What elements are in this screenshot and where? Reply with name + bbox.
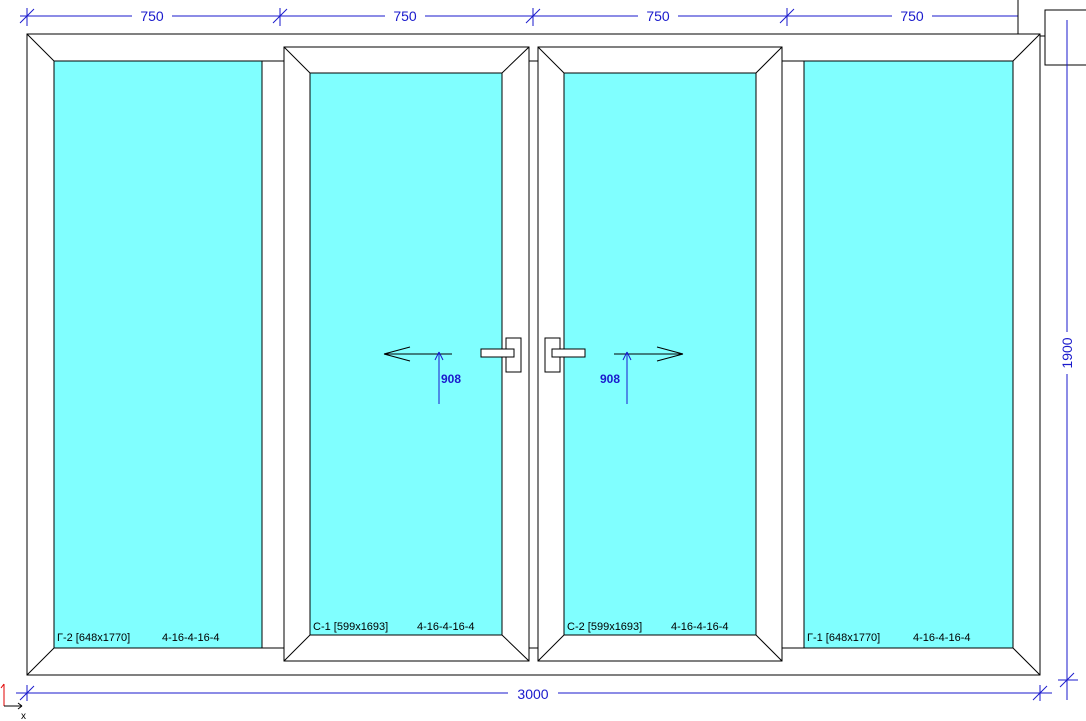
handle-height-left: 908: [441, 372, 461, 386]
axis-indicator-icon: [0, 683, 23, 710]
pane-label-s2: С-2 [599x1693]: [567, 621, 642, 633]
bottom-dimension-width[interactable]: 3000: [517, 686, 548, 702]
handle-height-marker-right: [622, 351, 632, 404]
pane-glass-s2: 4-16-4-16-4: [671, 621, 728, 633]
pane-label-g2: Г-2 [648x1770]: [57, 632, 130, 644]
pane-label-s1: С-1 [599x1693]: [313, 621, 388, 633]
pane-fixed-left[interactable]: Г-2 [648x1770] 4-16-4-16-4: [53, 60, 285, 649]
handle-left-icon[interactable]: [480, 337, 522, 373]
top-dimension-2[interactable]: 750: [393, 8, 417, 24]
opening-arrow-left-icon: [383, 346, 452, 362]
wall-fragment: [1017, 0, 1086, 66]
pane-label-g1: Г-1 [648x1770]: [807, 632, 880, 644]
pane-glass-g2: 4-16-4-16-4: [162, 632, 219, 644]
glass-pane-g2[interactable]: [53, 60, 263, 649]
top-dimension-1[interactable]: 750: [140, 8, 164, 24]
right-dimension-height[interactable]: 1900: [1059, 337, 1075, 368]
handle-right-icon[interactable]: [544, 337, 586, 373]
glass-pane-g1[interactable]: [803, 60, 1014, 649]
mullion-right: [781, 60, 805, 649]
mullion-left: [261, 60, 285, 649]
sash-right[interactable]: С-2 [599x1693] 4-16-4-16-4 908: [537, 46, 783, 662]
top-dimension-line: [19, 8, 1035, 26]
handle-height-marker-left: [434, 351, 444, 404]
pane-glass-s1: 4-16-4-16-4: [417, 621, 474, 633]
sash-left[interactable]: С-1 [599x1693] 4-16-4-16-4 908: [283, 46, 530, 662]
handle-height-right: 908: [600, 372, 620, 386]
axis-x-label: x: [21, 711, 26, 721]
top-dimension-3[interactable]: 750: [646, 8, 670, 24]
pane-glass-g1: 4-16-4-16-4: [913, 632, 970, 644]
pane-fixed-right[interactable]: Г-1 [648x1770] 4-16-4-16-4: [781, 60, 1014, 649]
top-dimension-4[interactable]: 750: [900, 8, 924, 24]
